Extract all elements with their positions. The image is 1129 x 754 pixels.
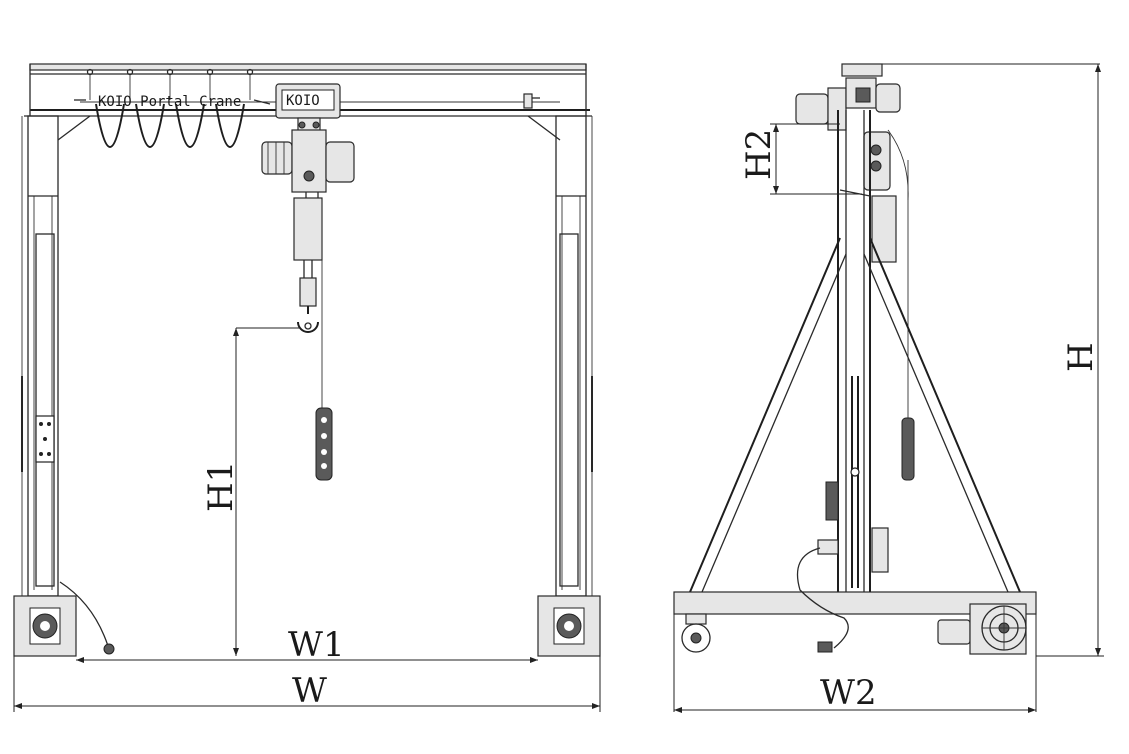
side-base [673, 547, 1037, 712]
dimension-h2: H2 [739, 123, 862, 195]
left-wheel-base [13, 595, 77, 657]
cable-festoon [74, 68, 271, 148]
dimension-w1: W1 [76, 625, 538, 665]
right-leg [555, 115, 593, 597]
label-h1: H1 [201, 461, 241, 512]
side-hoist-motor [795, 77, 901, 191]
label-h2: H2 [739, 129, 779, 180]
dimension-w2: W2 [674, 673, 1036, 713]
label-h: H [1061, 342, 1101, 372]
side-view: H2 H W2 [673, 63, 1104, 713]
hoist-trolley: KOIO [275, 83, 341, 133]
label-w: W [292, 671, 327, 711]
a-frame-struts [689, 237, 1021, 593]
right-wheel-base [537, 595, 601, 657]
front-view: KOIO Portal Crane KOIO [13, 63, 601, 712]
label-w1: W1 [288, 625, 345, 665]
dimension-h: H [1036, 64, 1104, 657]
side-mast [817, 110, 897, 592]
label-w2: W2 [820, 673, 877, 713]
hoist-brand-label: KOIO [286, 93, 320, 109]
banner-text: KOIO Portal Crane [98, 94, 241, 110]
left-leg [21, 115, 59, 597]
power-cable [59, 581, 109, 647]
dimension-w: W [13, 656, 601, 712]
dimension-h1: H1 [201, 327, 300, 656]
electric-hoist [261, 129, 355, 481]
